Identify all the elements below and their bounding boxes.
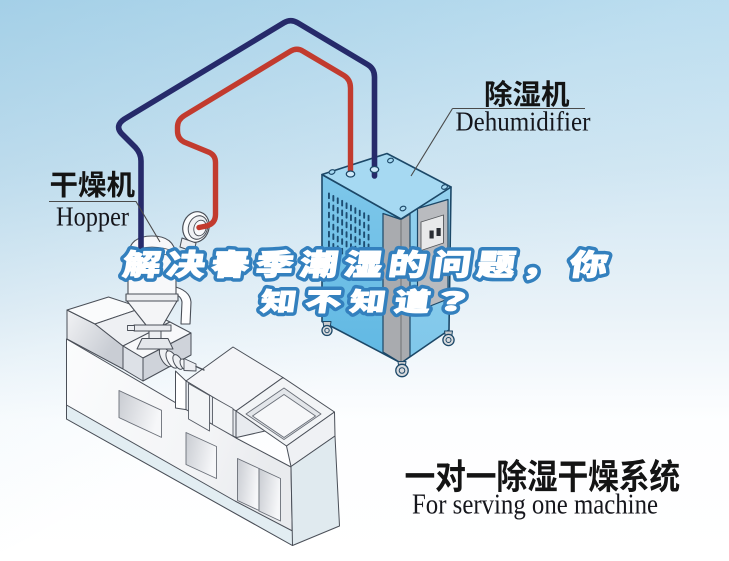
svg-text:For serving one machine: For serving one machine: [412, 490, 658, 521]
svg-text:Hopper: Hopper: [56, 202, 129, 232]
svg-text:Dehumidifier: Dehumidifier: [456, 107, 591, 137]
